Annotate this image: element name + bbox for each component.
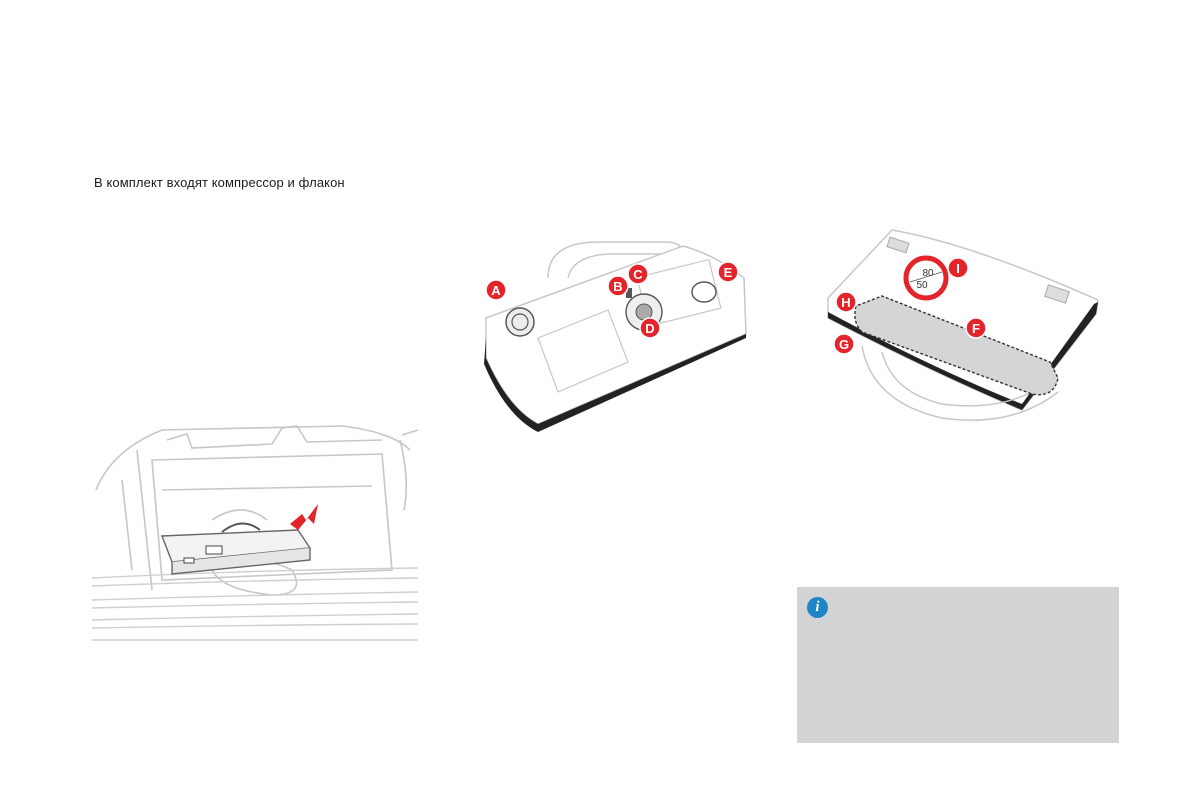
callout-g: G	[833, 333, 855, 355]
info-box: i	[797, 587, 1119, 743]
compressor-front-illustration: A B C D E	[484, 241, 747, 432]
trunk-illustration	[92, 425, 418, 641]
svg-text:E: E	[724, 265, 733, 280]
red-arrow-icon	[290, 504, 318, 530]
callout-c: C	[627, 263, 649, 285]
speed-limit-sign: 80 50	[903, 255, 949, 301]
intro-text: В комплект входят компрессор и флакон	[94, 175, 345, 190]
callout-d: D	[639, 317, 661, 339]
callout-a: A	[485, 279, 507, 301]
svg-text:H: H	[841, 295, 850, 310]
info-icon: i	[807, 597, 828, 618]
svg-text:A: A	[491, 283, 501, 298]
callout-b: B	[607, 275, 629, 297]
callout-e: E	[717, 261, 739, 283]
svg-text:B: B	[613, 279, 622, 294]
callout-h: H	[835, 291, 857, 313]
svg-text:50: 50	[916, 280, 928, 291]
svg-text:C: C	[633, 267, 643, 282]
callout-f: F	[965, 317, 987, 339]
svg-text:I: I	[956, 261, 960, 276]
compressor-back-illustration: 80 50 F G H I	[827, 229, 1099, 421]
svg-text:D: D	[645, 321, 654, 336]
compressor-case-in-trunk	[160, 522, 312, 575]
svg-text:G: G	[839, 337, 849, 352]
svg-text:F: F	[972, 321, 980, 336]
callout-i: I	[947, 257, 969, 279]
svg-text:80: 80	[922, 268, 934, 279]
